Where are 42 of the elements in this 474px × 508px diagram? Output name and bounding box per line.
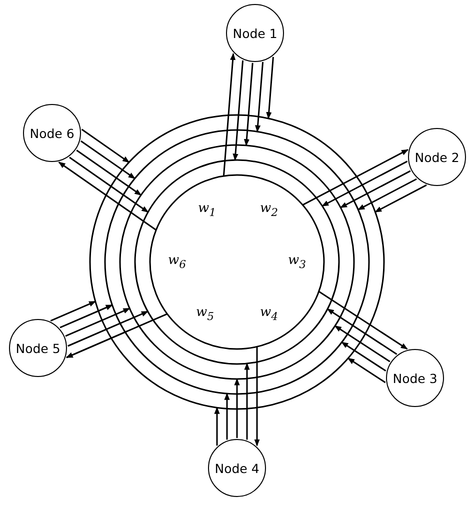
arrow — [358, 178, 417, 210]
arrow — [254, 346, 260, 446]
arrow — [222, 53, 236, 176]
arrow — [341, 342, 386, 372]
arrow — [340, 170, 411, 208]
wavelength-label: w$_{3}$ — [288, 253, 306, 271]
node-label: Node 1 — [232, 26, 278, 40]
wavelength-label: w$_{5}$ — [196, 305, 214, 323]
arrow — [244, 362, 250, 440]
node-label: Node 5 — [16, 340, 60, 356]
arrow — [318, 290, 408, 350]
arrow — [244, 62, 254, 146]
arrow — [322, 160, 408, 207]
arrow — [65, 308, 130, 337]
arrow — [66, 313, 168, 358]
arrow — [68, 310, 148, 347]
arrow — [214, 406, 220, 446]
wavelength-label: w$_{2}$ — [260, 201, 278, 219]
arrow — [50, 300, 96, 322]
arrow — [80, 140, 136, 180]
arrow — [224, 392, 230, 440]
node-label: Node 2 — [414, 150, 460, 164]
wavelength-label: w$_{6}$ — [168, 253, 186, 271]
arrow — [76, 150, 142, 196]
node-label: Node 3 — [392, 370, 438, 386]
arrow — [232, 60, 244, 161]
arrow — [374, 184, 427, 213]
wavelength-label: w$_{1}$ — [198, 201, 216, 219]
arrow — [266, 56, 274, 120]
wavelength-label: w$_{4}$ — [260, 305, 278, 323]
arrow — [69, 156, 149, 213]
arrow — [81, 128, 130, 163]
arrow — [60, 304, 113, 328]
arrow — [255, 62, 264, 132]
node-label: Node 6 — [30, 126, 74, 140]
arrow — [58, 162, 157, 231]
arrow — [348, 358, 386, 384]
arrow — [302, 149, 409, 206]
arrow — [326, 308, 398, 355]
arrow — [334, 325, 390, 362]
node-label: Node 4 — [214, 460, 260, 476]
arrow — [234, 378, 240, 438]
